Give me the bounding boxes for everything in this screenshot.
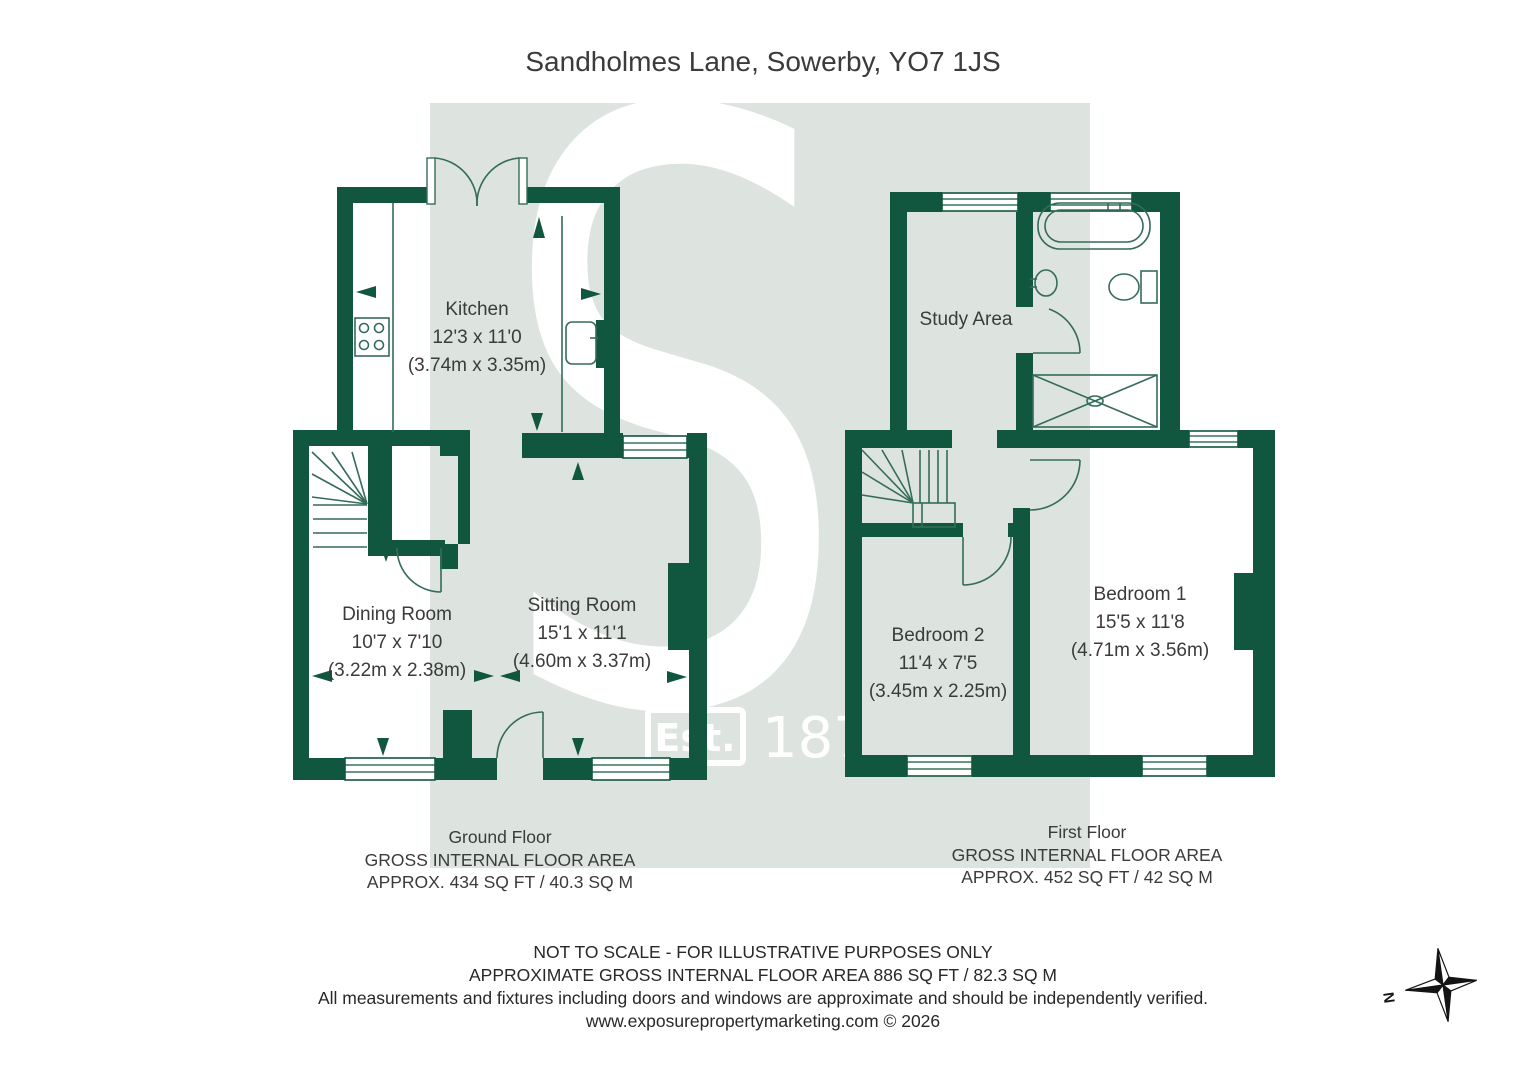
page-title: Sandholmes Lane, Sowerby, YO7 1JS — [525, 46, 1000, 77]
room-dims-kitchen-imperial: 12'3 x 11'0 — [432, 327, 521, 348]
footer-not-to-scale: NOT TO SCALE - FOR ILLUSTRATIVE PURPOSES… — [533, 942, 993, 962]
first-floor-walls — [845, 192, 1275, 777]
room-label-bedroom-2: Bedroom 2 — [892, 625, 985, 646]
compass-north-label: N — [1381, 991, 1399, 1004]
room-dims-bedroom-2-metric: (3.45m x 2.25m) — [869, 681, 1007, 702]
room-dims-dining-imperial: 10'7 x 7'10 — [352, 632, 443, 653]
shower-icon — [1032, 374, 1158, 428]
ground-floor-caption-title: Ground Floor — [448, 827, 551, 847]
room-label-kitchen: Kitchen — [445, 299, 508, 320]
kitchen-counter — [392, 203, 563, 432]
room-label-bedroom-1: Bedroom 1 — [1094, 584, 1187, 605]
basin-icon — [1030, 269, 1058, 297]
room-dims-sitting-metric: (4.60m x 3.37m) — [513, 651, 651, 672]
watermark-year: 187 — [762, 706, 869, 771]
watermark: S Est. 187 — [430, 0, 1090, 892]
ground-floor-arrows — [312, 217, 687, 756]
footer-website: www.exposurepropertymarketing.com © 2026 — [585, 1011, 940, 1031]
sink-icon — [565, 321, 598, 365]
bathtub-icon — [1037, 202, 1151, 250]
first-floor-caption-title: First Floor — [1048, 822, 1127, 842]
room-dims-bedroom-1-imperial: 15'5 x 11'8 — [1095, 612, 1184, 633]
first-floor-caption-line1: GROSS INTERNAL FLOOR AREA — [952, 845, 1223, 865]
toilet-icon — [1108, 270, 1158, 304]
french-doors — [426, 157, 528, 207]
ground-floor-caption-line2: APPROX. 434 SQ FT / 40.3 SQ M — [367, 872, 633, 892]
footer: NOT TO SCALE - FOR ILLUSTRATIVE PURPOSES… — [318, 942, 1208, 1031]
ground-floor-doors — [396, 547, 544, 759]
watermark-letter: S — [495, 0, 850, 892]
first-floor-caption-line2: APPROX. 452 SQ FT / 42 SQ M — [961, 867, 1213, 887]
hob-icon — [354, 317, 390, 357]
ground-floor-caption-line1: GROSS INTERNAL FLOOR AREA — [365, 850, 636, 870]
room-label-dining-room: Dining Room — [342, 604, 452, 625]
room-dims-bedroom-1-metric: (4.71m x 3.56m) — [1071, 640, 1209, 661]
ground-floor-windows — [344, 435, 688, 781]
room-label-sitting-room: Sitting Room — [528, 595, 637, 616]
first-floor-plan: Study Area Bedroom 2 11'4 x 7'5 (3.45m x… — [845, 192, 1275, 887]
footer-total-area: APPROXIMATE GROSS INTERNAL FLOOR AREA 88… — [469, 965, 1057, 985]
ground-floor-stairs — [311, 451, 368, 548]
ground-floor-plan: Kitchen 12'3 x 11'0 (3.74m x 3.35m) Dini… — [293, 157, 707, 892]
room-label-study-area: Study Area — [920, 309, 1013, 330]
footer-disclaimer: All measurements and fixtures including … — [318, 988, 1208, 1008]
room-dims-dining-metric: (3.22m x 2.38m) — [328, 660, 466, 681]
first-floor-windows — [906, 192, 1239, 777]
ground-floor-walls — [293, 187, 707, 780]
room-dims-bedroom-2-imperial: 11'4 x 7'5 — [899, 653, 978, 674]
room-dims-sitting-imperial: 15'1 x 11'1 — [537, 623, 626, 644]
room-dims-kitchen-metric: (3.74m x 3.35m) — [408, 355, 546, 376]
first-floor-stairs — [861, 449, 956, 528]
compass-icon: N — [1381, 948, 1477, 1022]
first-floor-doors — [962, 308, 1081, 586]
